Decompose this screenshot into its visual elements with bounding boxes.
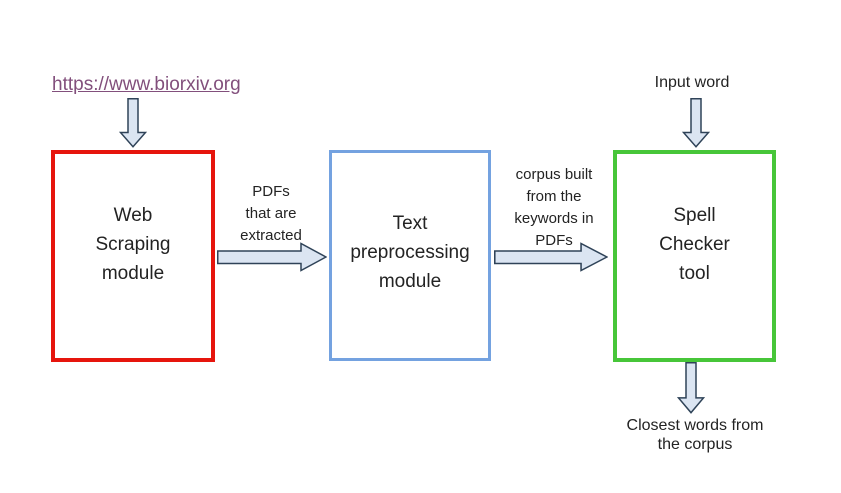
label-line: corpus built [515,166,593,183]
down-arrow-icon [119,98,147,148]
box-text-line: Spell [673,205,716,226]
label-line: keywords in [514,210,594,227]
label-line: extracted [240,227,302,244]
arrow-label-corpus: corpus built from the keywords in PDFs [514,164,593,252]
label-line: from the [526,188,582,205]
down-arrow-icon [677,362,705,414]
web-scraping-module-box: Web Scraping module [51,150,215,362]
input-word-label: Input word [654,74,730,91]
box-text-line: module [101,263,165,284]
text-preprocessing-module-box: Text preprocessing module [329,150,491,361]
box-text-line: Text [392,213,428,234]
box-text-line: Web [113,205,153,226]
biorxiv-link[interactable]: https://www.biorxiv.org [52,74,241,95]
label-line: PDFs [252,183,290,200]
label-line: that are [245,205,297,222]
right-arrow-icon [494,242,608,272]
arrow-label-pdfs: PDFs that are extracted [240,181,302,247]
box-text-line: tool [679,263,710,284]
output-label: Closest words from the corpus [627,416,764,454]
box-text-line: module [378,271,442,292]
right-arrow-icon [217,242,327,272]
label-line: Closest words from [626,417,764,434]
down-arrow-icon [682,98,710,148]
label-line: the corpus [657,436,733,453]
box-text-line: Scraping [95,234,171,255]
box-text-line: preprocessing [350,242,470,263]
label-line: PDFs [535,232,573,249]
spell-checker-tool-box: Spell Checker tool [613,150,776,362]
box-text-line: Checker [659,234,730,255]
